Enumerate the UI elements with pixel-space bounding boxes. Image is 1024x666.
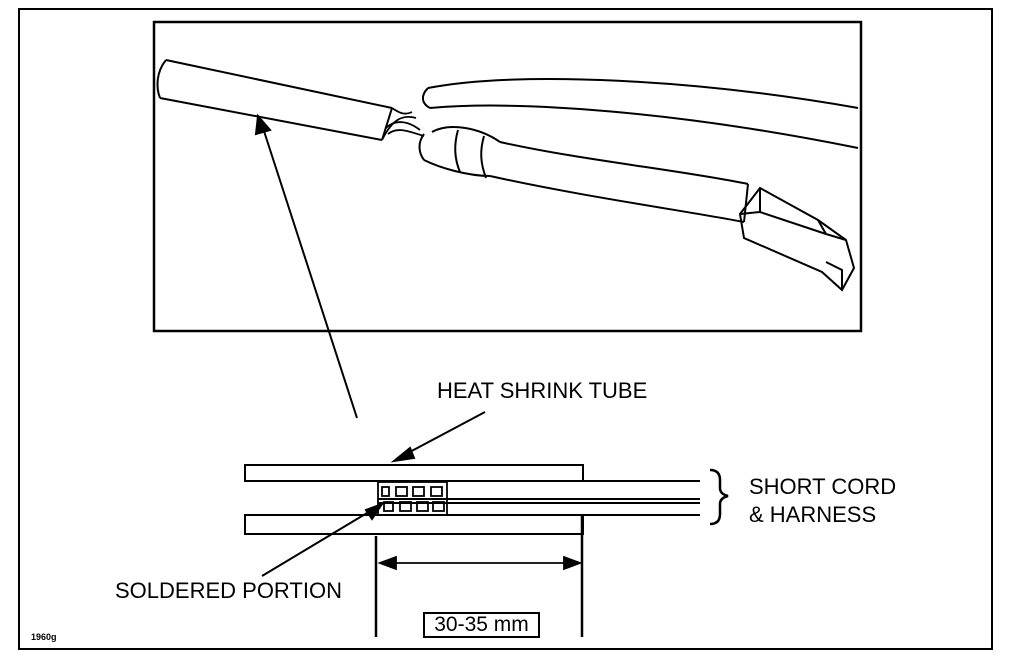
diagram-frame	[18, 8, 993, 650]
upper-cord	[156, 59, 393, 141]
connector	[738, 186, 856, 292]
harness-label: & HARNESS	[749, 502, 877, 527]
lower-cord	[489, 141, 749, 223]
inset-frame	[152, 20, 863, 333]
long-cord-upper	[422, 77, 859, 149]
wire-lines	[245, 480, 700, 516]
pointer-arrow-to-inset	[254, 113, 358, 419]
heat-shrink-pointer	[390, 411, 486, 463]
soldered-joint	[377, 481, 448, 516]
brace	[709, 468, 729, 526]
heat-shrink-sleeve	[418, 126, 501, 179]
heat-shrink-tube-label: HEAT SHRINK TUBE	[437, 378, 648, 403]
dimension-lines	[374, 516, 584, 637]
dimension-value: 30-35 mm	[423, 612, 540, 638]
figure-id: 1960g	[31, 632, 57, 642]
soldered-pointer	[261, 501, 385, 577]
soldered-portion-label: SOLDERED PORTION	[115, 578, 342, 603]
dimension-arrow	[377, 555, 583, 571]
short-cord-label: SHORT CORD	[749, 474, 897, 499]
twisted-wires	[381, 107, 425, 141]
